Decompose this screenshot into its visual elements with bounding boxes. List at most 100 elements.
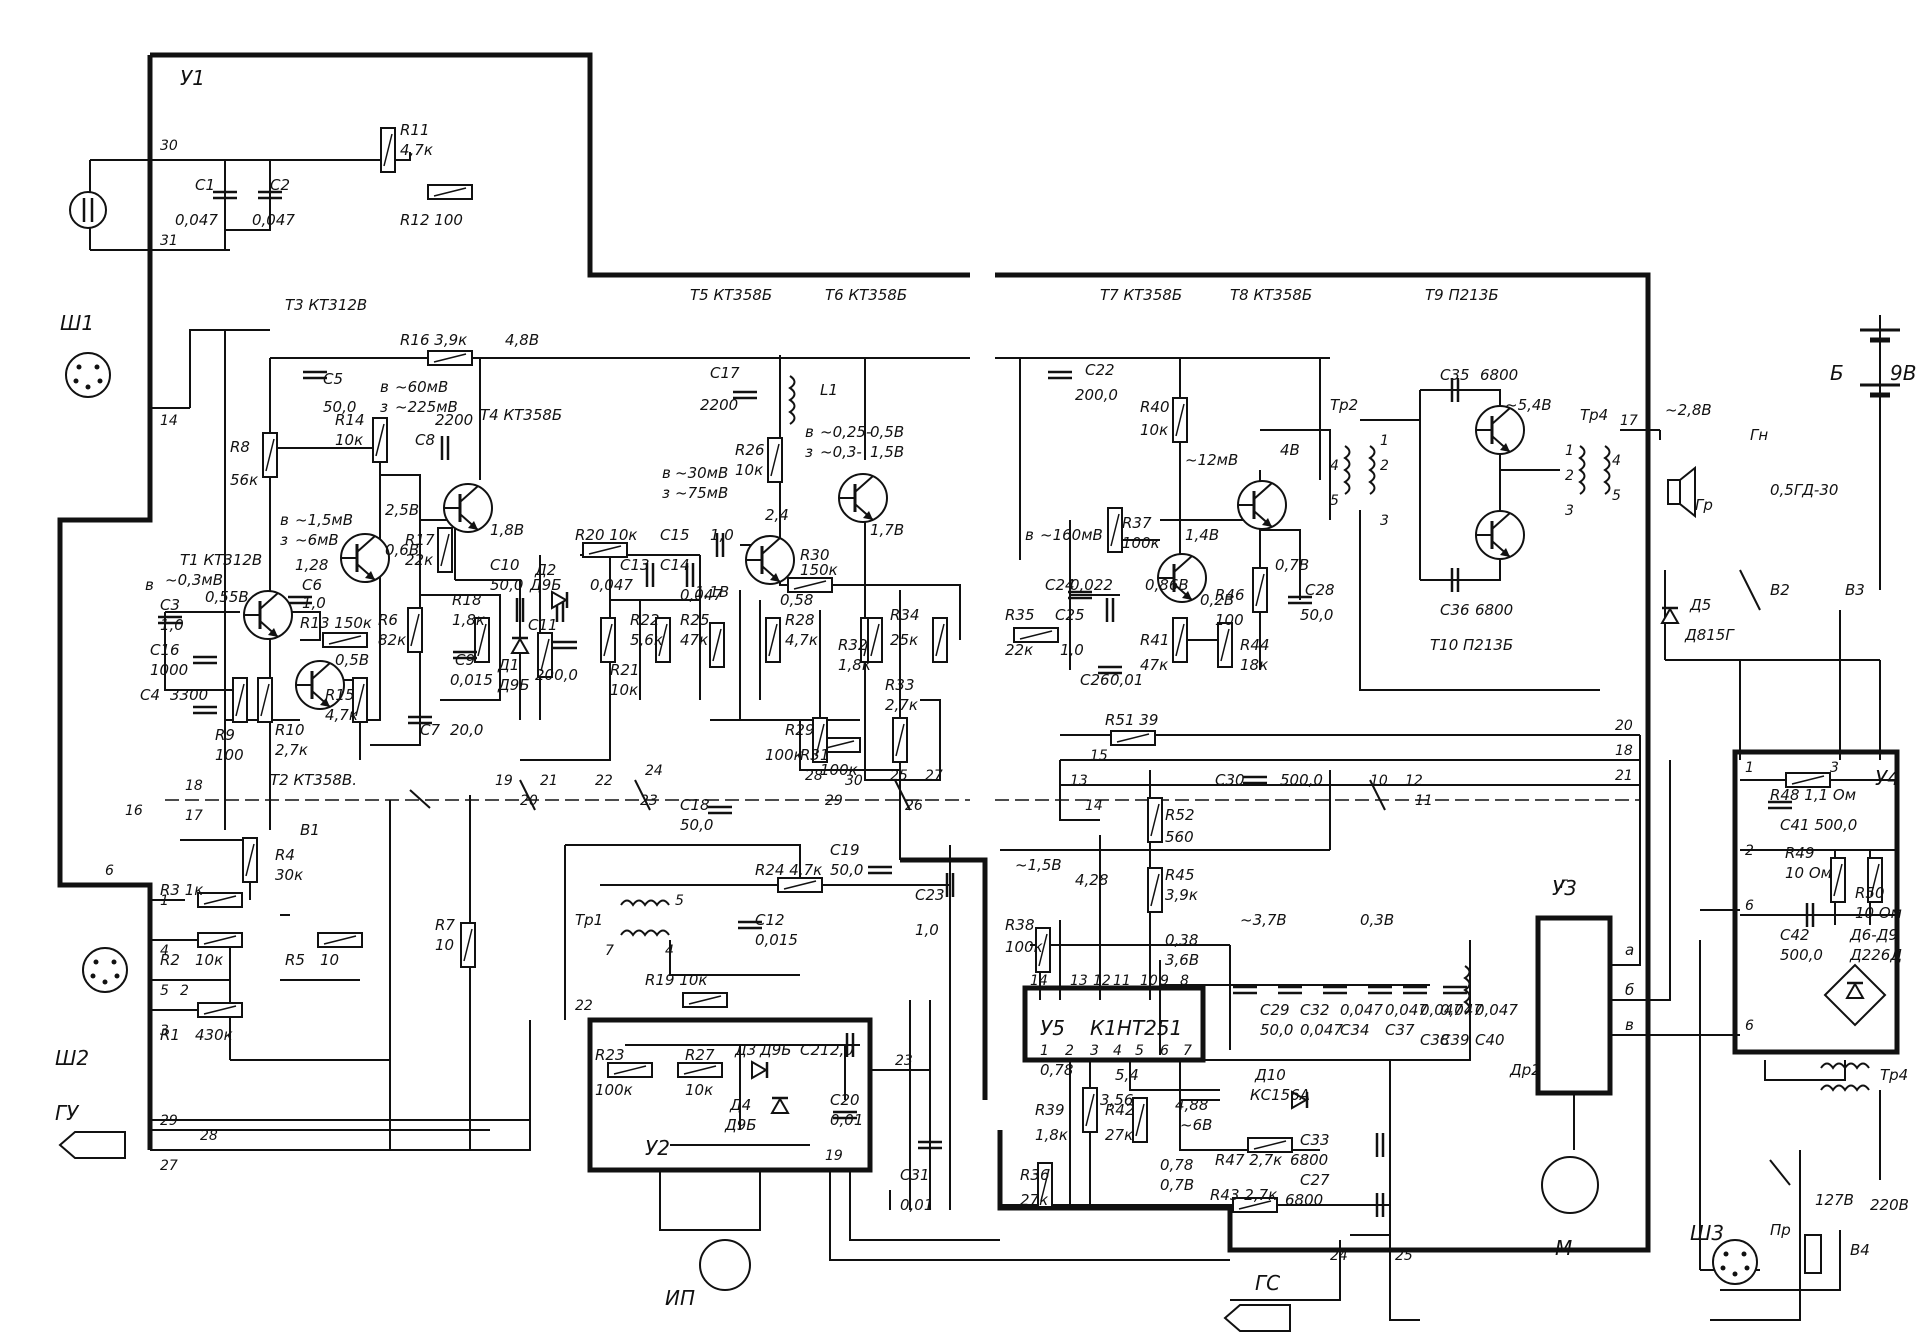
r12-label: R12 100 bbox=[400, 211, 463, 229]
ic-pin-4: 4 bbox=[1113, 1043, 1122, 1059]
tr4-label: Тр4 bbox=[1580, 406, 1608, 424]
voltage-0-78: 0,78 bbox=[1040, 1061, 1073, 1079]
node-24b: 24 bbox=[645, 763, 663, 779]
module-u5-label: У5 bbox=[1040, 1016, 1065, 1040]
ac-voltage-t2b: ~6мВ bbox=[295, 531, 339, 549]
node-30: 30 bbox=[160, 138, 178, 154]
voltage-2-5: 2,5В bbox=[385, 501, 419, 519]
ac-voltage-t1: ~0,3мВ bbox=[165, 571, 223, 589]
c17-label: C17 bbox=[710, 364, 740, 382]
r41-label: R41 bbox=[1140, 631, 1170, 649]
mode-z-t6: з bbox=[805, 443, 813, 461]
node-16: 16 bbox=[125, 803, 143, 819]
ic-pin-5: 5 bbox=[1135, 1043, 1144, 1059]
c9-value: 0,015 bbox=[450, 671, 493, 689]
c16-value: 1000 bbox=[150, 661, 188, 679]
r32-label: R32 bbox=[838, 636, 868, 654]
d3-type: Д9Б bbox=[759, 1041, 792, 1059]
c34-label: C34 bbox=[1340, 1021, 1370, 1039]
d4-label: Д4 bbox=[729, 1096, 751, 1114]
d10-type: КС156А bbox=[1250, 1086, 1310, 1104]
ic-pin-11: 11 bbox=[1113, 973, 1131, 989]
tr4-pin-1: 1 bbox=[1565, 443, 1574, 459]
ic-pin-3: 3 bbox=[1090, 1043, 1099, 1059]
r23-label: R23 bbox=[595, 1046, 625, 1064]
ic-pin-9: 9 bbox=[1160, 973, 1169, 989]
c25-value: 1,0 bbox=[1060, 641, 1084, 659]
voltage-0-86: 0,86В bbox=[1145, 576, 1189, 594]
ac-voltage-t2a: ~1,5мВ bbox=[295, 511, 353, 529]
r41-value: 47к bbox=[1140, 656, 1168, 674]
node-5: 5 bbox=[160, 983, 169, 999]
r15-label: R15 bbox=[325, 686, 355, 704]
c11-value: 200,0 bbox=[535, 666, 578, 684]
r13-label: R13 150к bbox=[300, 614, 372, 632]
wiring bbox=[57, 52, 1900, 1321]
voltage-4-28: 4,28 bbox=[1075, 871, 1108, 889]
c38-label: C38 bbox=[1420, 1031, 1450, 1049]
r15-value: 4,7к bbox=[325, 706, 358, 724]
r21-label: R21 bbox=[610, 661, 640, 679]
c8-label: C8 bbox=[415, 431, 435, 449]
r31-value: 100к bbox=[820, 761, 858, 779]
voltage-1-4: 1,4В bbox=[1185, 526, 1219, 544]
voltage-0-7b: 0,7В bbox=[1160, 1176, 1194, 1194]
c22-value: 200,0 bbox=[1075, 386, 1118, 404]
node-23: 23 bbox=[895, 1053, 913, 1069]
r1-value: 430к bbox=[195, 1026, 233, 1044]
r10-label: R10 bbox=[275, 721, 305, 739]
c28-value: 50,0 bbox=[1300, 606, 1333, 624]
r40-label: R40 bbox=[1140, 398, 1170, 416]
node-28: 28 bbox=[200, 1128, 218, 1144]
voltage-0-6: 0,6В bbox=[385, 541, 419, 559]
resistor-labels: R1 430к R2 10к R3 1к R4 30к R5 10 R6 82к… bbox=[160, 121, 1902, 1209]
c21-label: C21 bbox=[800, 1041, 830, 1059]
c24-value: 0,022 bbox=[1070, 576, 1113, 594]
c14-label: C14 bbox=[660, 556, 690, 574]
tr2-pin-4: 4 bbox=[1330, 458, 1339, 474]
d4-type: Д9Б bbox=[724, 1116, 757, 1134]
ac-voltage-t6a: ~0,25- bbox=[820, 423, 871, 441]
r28-value: 4,7к bbox=[785, 631, 818, 649]
voltage-0-7: 0,7В bbox=[1275, 556, 1309, 574]
r21-value: 10к bbox=[610, 681, 638, 699]
voltage-2-4: 2,4 bbox=[765, 506, 789, 524]
c38-value: 0,047 bbox=[1420, 1001, 1463, 1019]
t9-label: T9 П213Б bbox=[1425, 286, 1499, 304]
r42-value: 27к bbox=[1105, 1126, 1133, 1144]
ic-pin-13: 13 bbox=[1070, 973, 1088, 989]
r1-label: R1 bbox=[160, 1026, 180, 1044]
r43-label: R43 2,7к bbox=[1210, 1186, 1277, 1204]
sh3-label: Ш3 bbox=[1690, 1221, 1724, 1245]
c1-value: 0,047 bbox=[175, 211, 218, 229]
node-21b: 21 bbox=[540, 773, 558, 789]
speaker-label: 0,5ГД-30 bbox=[1770, 481, 1838, 499]
c41-label: C41 500,0 bbox=[1780, 816, 1857, 834]
r16-label: R16 3,9к bbox=[400, 331, 467, 349]
r48-label: R48 1,1 Ом bbox=[1770, 786, 1856, 804]
c42-label: C42 bbox=[1780, 926, 1810, 944]
node-10: 10 bbox=[1370, 773, 1388, 789]
node-18: 18 bbox=[1615, 743, 1633, 759]
ic-pin-2: 2 bbox=[1065, 1043, 1074, 1059]
c42-value: 500,0 bbox=[1780, 946, 1823, 964]
c12-label: C12 bbox=[755, 911, 785, 929]
c40-value: 0,047 bbox=[1475, 1001, 1518, 1019]
c39-value: 0,047 bbox=[1440, 1001, 1483, 1019]
node-14b: 14 bbox=[1085, 798, 1103, 814]
node-labels: 30 31 14 6 1 4 5 2 3 29 28 27 22 23 19 2… bbox=[105, 138, 1638, 1264]
u3-pin-b: б bbox=[1625, 981, 1634, 999]
c32-label: C32 bbox=[1300, 1001, 1330, 1019]
mode-v-t5: в bbox=[662, 464, 671, 482]
node-25b: 25 bbox=[890, 768, 908, 784]
r49-value: 10 Ом bbox=[1785, 864, 1832, 882]
r33-label: R33 bbox=[885, 676, 915, 694]
r22-value: 5,6к bbox=[630, 631, 663, 649]
ac-voltage-t4a: ~60мВ bbox=[395, 378, 448, 396]
r45-value: 3,9к bbox=[1165, 886, 1198, 904]
c11-label: C11 bbox=[528, 616, 558, 634]
r26-label: R26 bbox=[735, 441, 765, 459]
voltage-0-5: 0,5В bbox=[335, 651, 369, 669]
c39-label: C39 bbox=[1440, 1031, 1470, 1049]
r38-value: 100к bbox=[1005, 938, 1043, 956]
